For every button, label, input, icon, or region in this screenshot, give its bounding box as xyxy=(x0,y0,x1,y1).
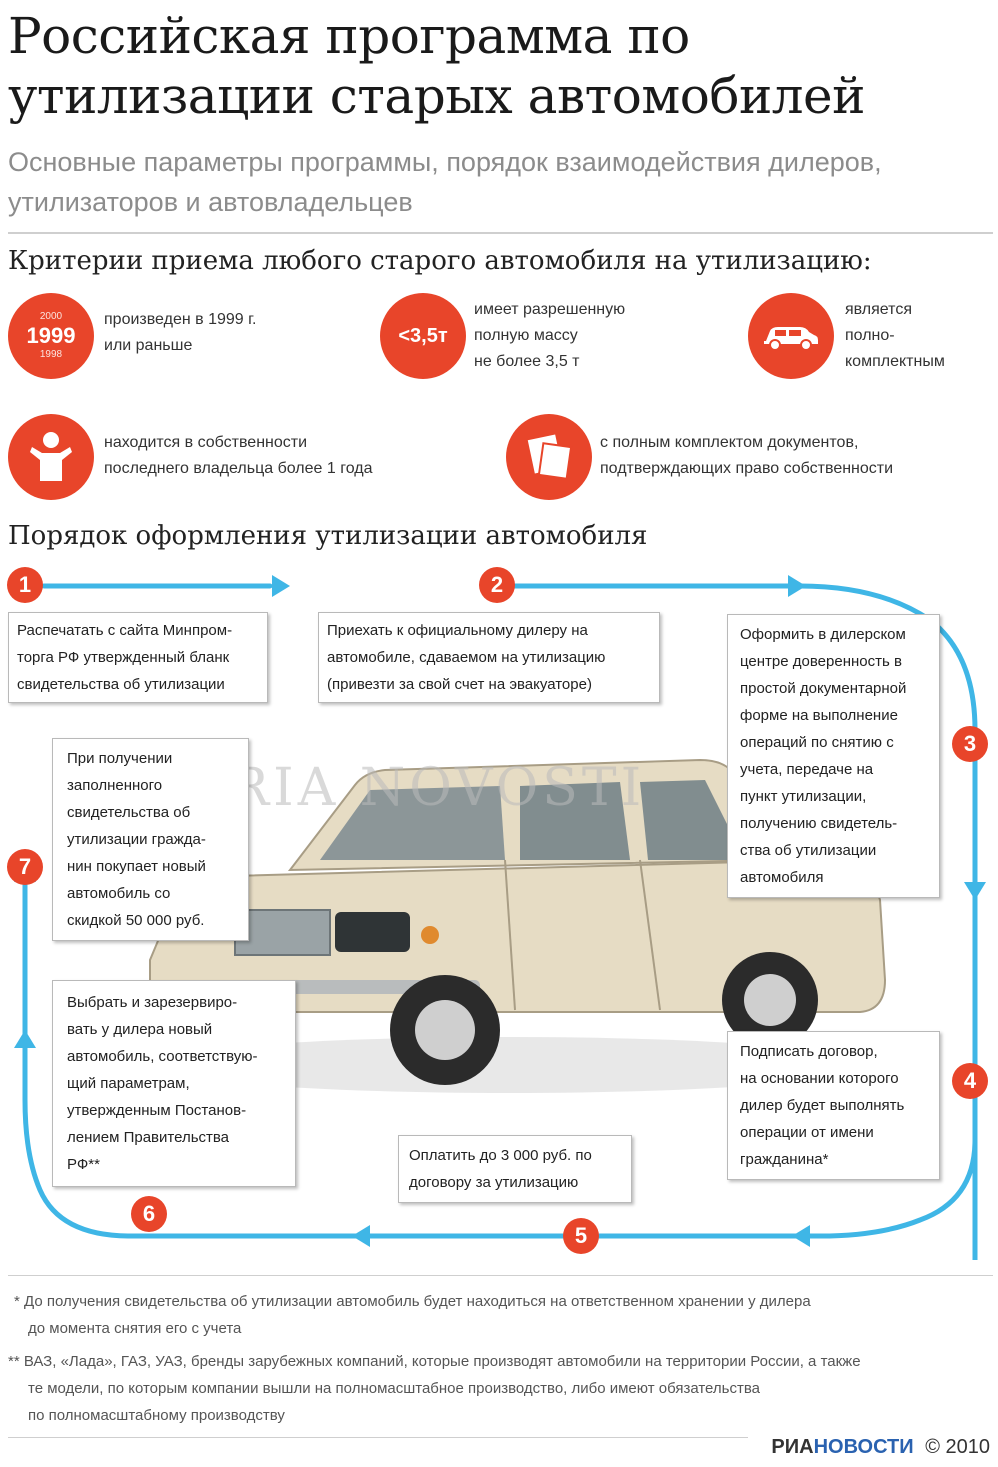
footnote-2: ** ВАЗ, «Лада», ГАЗ, УАЗ, бренды зарубеж… xyxy=(8,1353,861,1424)
step-7-badge: 7 xyxy=(7,849,43,885)
step-6-box: Выбрать и зарезервиро-вать у дилера новы… xyxy=(52,980,296,1187)
step-5-badge: 5 xyxy=(563,1218,599,1254)
car-illustration xyxy=(149,758,887,1093)
owner-icon xyxy=(8,414,94,500)
criterion-documents-text: с полным комплектом документов,подтвержд… xyxy=(600,434,894,477)
step-1-box: Распечатать с сайта Минпром-торга РФ утв… xyxy=(8,612,268,703)
weight-icon: <3,5т xyxy=(380,293,466,379)
footnote-1: * До получения свидетельства об утилизац… xyxy=(14,1293,811,1337)
step-4-badge: 4 xyxy=(952,1063,988,1099)
documents-icon xyxy=(506,414,592,500)
step-1-badge: 1 xyxy=(7,567,43,603)
procedure-heading: Порядок оформления утилизации автомобиля xyxy=(8,521,648,551)
page-subtitle: Основные параметры программы, порядок вз… xyxy=(8,147,882,217)
divider xyxy=(8,1275,993,1276)
divider xyxy=(8,232,993,234)
criterion-year-text: произведен в 1999 г.или раньше xyxy=(104,311,257,354)
criteria-heading: Критерии приема любого старого автомобил… xyxy=(8,246,872,276)
step-3-badge: 3 xyxy=(952,726,988,762)
step-6-badge: 6 xyxy=(131,1196,167,1232)
brand-logo: РИАНОВОСТИ © 2010 xyxy=(771,1436,990,1458)
page-title: Российская программа по утилизации стары… xyxy=(8,7,865,125)
step-2-badge: 2 xyxy=(479,567,515,603)
procedure-flow-diagram: RIA NOVOSTI xyxy=(14,575,986,1260)
calendar-1999-icon: 2000 1999 1998 xyxy=(8,293,94,379)
watermark: RIA NOVOSTI xyxy=(230,758,645,818)
divider xyxy=(8,1437,748,1438)
car-icon xyxy=(748,293,834,379)
